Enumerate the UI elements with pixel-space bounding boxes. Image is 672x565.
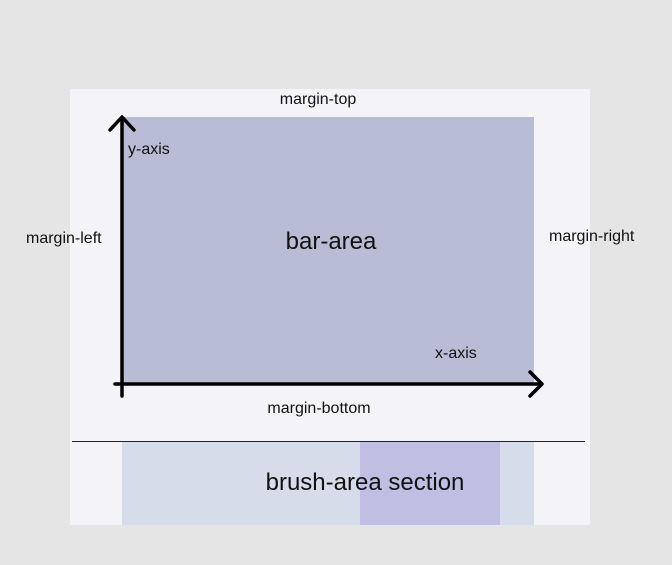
margin-right-label: margin-right (549, 228, 635, 245)
brush-area-label: brush-area section (265, 469, 465, 496)
section-divider (72, 441, 585, 442)
bar-area-label: bar-area (285, 228, 377, 255)
brush-selection-window[interactable] (360, 441, 500, 525)
margin-bottom-label: margin-bottom (267, 400, 371, 417)
y-axis-label: y-axis (128, 141, 170, 158)
bar-area-region (122, 117, 534, 385)
margin-left-label: margin-left (26, 230, 102, 247)
margin-top-label: margin-top (279, 91, 357, 108)
x-axis-label: x-axis (435, 345, 477, 362)
